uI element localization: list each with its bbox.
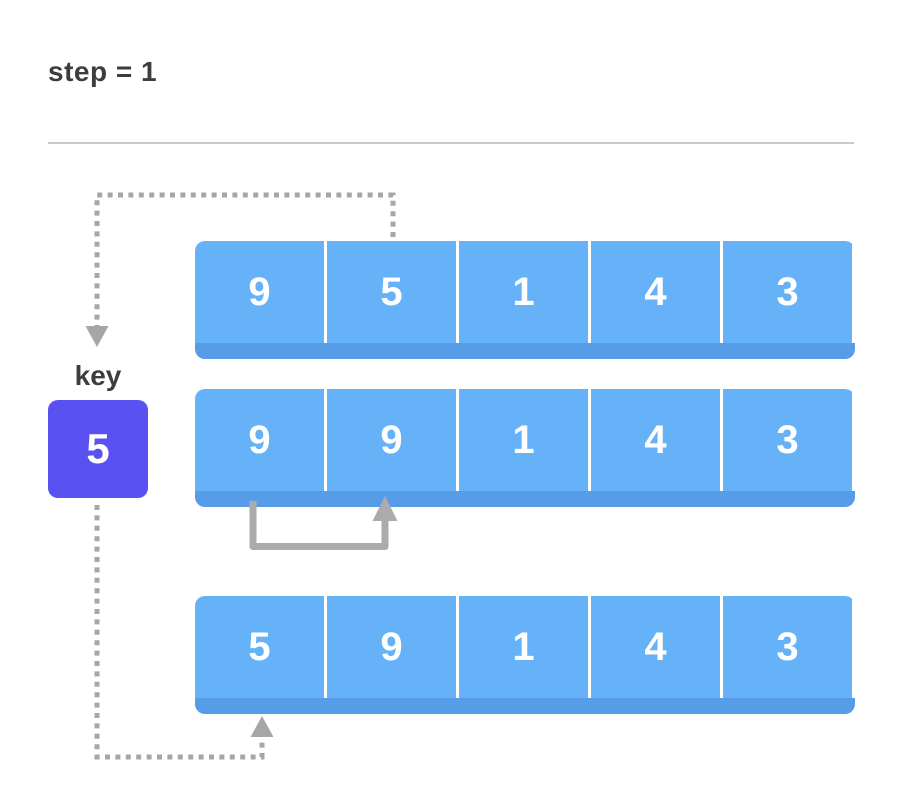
array-bottom-shadow bbox=[195, 698, 855, 714]
cell-value: 4 bbox=[644, 418, 667, 462]
array-cell: 4 bbox=[591, 241, 723, 343]
array-cell: 9 bbox=[327, 596, 459, 698]
cell-value: 3 bbox=[776, 270, 799, 314]
array-cell: 3 bbox=[723, 389, 855, 491]
extract-key-arrowhead-icon bbox=[85, 326, 109, 347]
cell-value: 3 bbox=[776, 418, 799, 462]
array-cell: 1 bbox=[459, 241, 591, 343]
cell-value: 5 bbox=[248, 625, 271, 669]
array-cell: 3 bbox=[723, 241, 855, 343]
array-row-inserted: 5 9 1 4 3 bbox=[195, 596, 855, 714]
array-cell: 9 bbox=[195, 241, 327, 343]
cell-value: 9 bbox=[248, 418, 271, 462]
step-label: step = 1 bbox=[48, 56, 158, 87]
key-value: 5 bbox=[86, 425, 110, 472]
cell-value: 1 bbox=[512, 418, 535, 462]
cell-value: 4 bbox=[644, 625, 667, 669]
array-cell: 4 bbox=[591, 596, 723, 698]
array-cell: 4 bbox=[591, 389, 723, 491]
array-cell: 1 bbox=[459, 596, 591, 698]
array-bottom-shadow bbox=[195, 491, 855, 507]
array-bottom-shadow bbox=[195, 343, 855, 359]
cell-value: 9 bbox=[380, 418, 403, 462]
cell-value: 1 bbox=[512, 625, 535, 669]
array-row-shifted: 9 9 1 4 3 bbox=[195, 389, 855, 507]
array-row-initial: 9 5 1 4 3 bbox=[195, 241, 855, 359]
cell-value: 1 bbox=[512, 270, 535, 314]
cell-value: 3 bbox=[776, 625, 799, 669]
cell-value: 5 bbox=[380, 270, 403, 314]
cell-value: 4 bbox=[644, 270, 667, 314]
divider-line bbox=[48, 142, 854, 144]
array-cell: 9 bbox=[195, 389, 327, 491]
shift-arrow-line bbox=[249, 501, 389, 550]
array-cell: 5 bbox=[195, 596, 327, 698]
key-box: 5 bbox=[48, 400, 148, 498]
array-cell: 5 bbox=[327, 241, 459, 343]
array-cell: 9 bbox=[327, 389, 459, 491]
insert-key-arrowhead-icon bbox=[250, 716, 274, 737]
array-cell: 1 bbox=[459, 389, 591, 491]
cell-value: 9 bbox=[380, 625, 403, 669]
array-cell: 3 bbox=[723, 596, 855, 698]
cell-value: 9 bbox=[248, 270, 271, 314]
key-label: key bbox=[74, 360, 122, 391]
